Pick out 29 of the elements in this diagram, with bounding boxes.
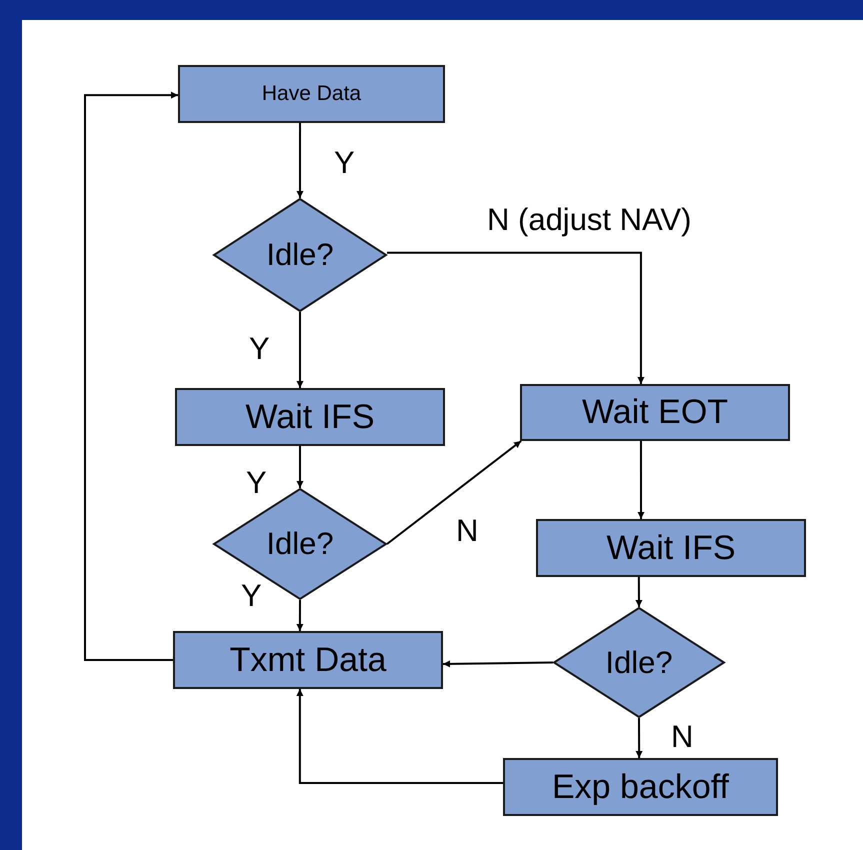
arrow xyxy=(296,312,304,388)
node-label: Idle? xyxy=(266,237,334,273)
arrow xyxy=(84,92,178,661)
node-label: Exp backoff xyxy=(552,768,730,806)
process-box xyxy=(536,519,806,577)
decision-diamond xyxy=(213,198,387,312)
process-box xyxy=(173,631,443,689)
node-label: Wait IFS xyxy=(245,398,375,436)
node-label: Idle? xyxy=(605,644,673,680)
arrow xyxy=(296,689,503,784)
node-label: Idle? xyxy=(266,526,334,562)
process-box xyxy=(520,384,790,441)
process-box xyxy=(503,758,778,816)
arrow xyxy=(387,252,644,384)
arrow xyxy=(638,441,645,519)
arrow xyxy=(296,123,304,198)
arrow xyxy=(635,577,642,607)
process-box xyxy=(175,388,445,446)
arrow xyxy=(386,440,522,545)
arrow xyxy=(636,718,643,758)
node-label: Have Data xyxy=(262,82,362,106)
process-box xyxy=(178,65,445,123)
node-label: Wait EOT xyxy=(582,393,728,432)
decision-diamond xyxy=(553,607,725,718)
arrow xyxy=(296,600,304,631)
node-label: Txmt Data xyxy=(230,640,386,680)
arrow xyxy=(296,446,304,488)
arrow xyxy=(442,660,554,668)
node-label: Wait IFS xyxy=(606,528,736,568)
